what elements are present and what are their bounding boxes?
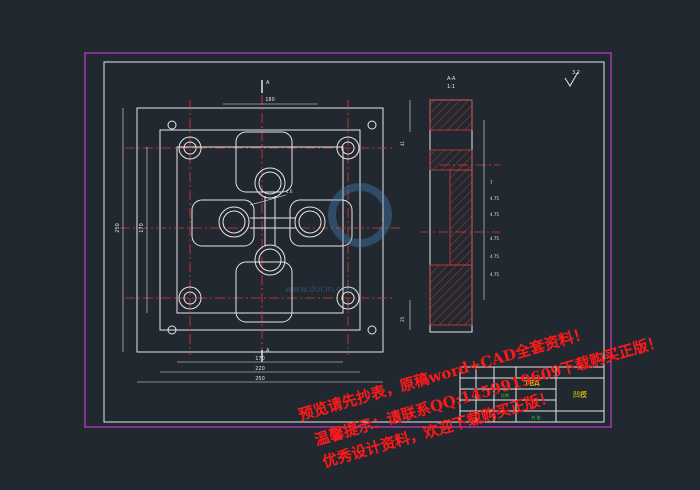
sec-dim-4: 4.75	[490, 212, 499, 217]
dim-bottom-inner: 170	[255, 356, 265, 362]
dim-small: 4.6	[286, 189, 293, 194]
section-label-top: A	[266, 80, 270, 86]
title-block: T8A 凹模 比例 共 张	[459, 366, 605, 423]
dim-left-inner: 170	[139, 223, 145, 233]
sec-dim-2: 7	[490, 180, 493, 185]
sec-dim-5: 4.75	[490, 236, 499, 241]
sec-dim-1: 41	[400, 140, 405, 146]
plan-view: 180 250 170 170 220 250 4.6 A A	[115, 80, 400, 383]
scale-label: 比例	[501, 392, 509, 398]
sheet-label: 共 张	[531, 414, 540, 420]
sec-dim-7: 4.75	[490, 272, 499, 277]
material-label: T8A	[523, 379, 540, 388]
section-markers: A A	[261, 80, 270, 362]
sheet-outer-border	[84, 52, 612, 428]
section-view-title: A-A	[447, 76, 456, 82]
roughness-symbol: 3.2	[564, 70, 580, 87]
sheet-inner-border	[103, 61, 605, 423]
watermark-site: www.docin.com	[285, 285, 356, 295]
plate-outline	[136, 107, 384, 353]
cavity-slots	[191, 131, 353, 323]
plan-dimensions: 180 250 170 170 220 250 4.6	[115, 97, 383, 383]
dim-bottom-mid: 220	[255, 366, 265, 372]
section-label-bottom: A	[266, 348, 270, 354]
dim-bottom-total: 250	[255, 376, 265, 382]
part-name: 凹模	[573, 390, 587, 399]
roughness-value: 3.2	[572, 70, 580, 76]
docin-watermark: www.docin.com	[285, 183, 392, 295]
sec-dim-3: 4.75	[490, 196, 499, 201]
sec-dim-8: 25	[400, 316, 405, 322]
plate-inner	[159, 129, 361, 331]
sec-dim-6: 4.75	[490, 254, 499, 259]
section-dimensions: 41 7 4.75 4.75 4.75 4.75 4.75 25	[400, 140, 499, 322]
dim-top-width: 180	[265, 97, 275, 103]
corner-holes	[167, 120, 377, 335]
dim-left-total: 250	[115, 223, 121, 233]
section-view: A-A 1:1 41 7 4.75 4.75 4.75 4.75 4.75 25	[400, 76, 500, 333]
section-view-scale: 1:1	[447, 84, 455, 90]
